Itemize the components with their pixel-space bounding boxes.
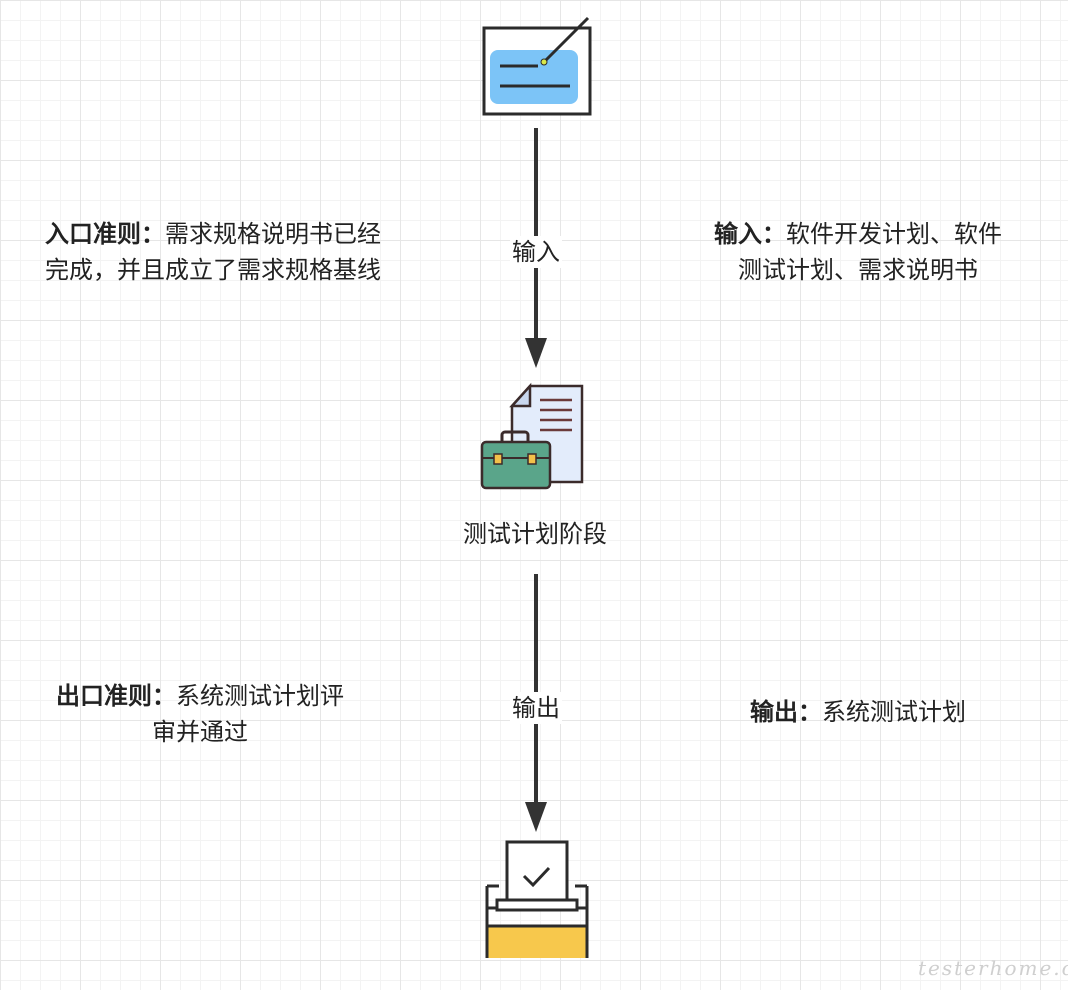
input-line1: 输入：软件开发计划、软件 bbox=[690, 216, 1026, 252]
exit-criteria-line1: 出口准则：系统测试计划评 bbox=[40, 678, 360, 714]
output-label: 输出： bbox=[750, 698, 822, 726]
exit-criteria-line2: 审并通过 bbox=[152, 718, 248, 746]
output-text: 系统测试计划 bbox=[822, 698, 966, 726]
exit-criteria-text: 系统测试计划评 bbox=[176, 682, 344, 710]
entry-criteria-line1: 入口准则：需求规格说明书已经 bbox=[45, 216, 445, 252]
arrow-input-label: 输入 bbox=[510, 236, 562, 268]
input-box: 输入：软件开发计划、软件 测试计划、需求说明书 bbox=[690, 216, 1026, 288]
input-label: 输入： bbox=[714, 220, 786, 248]
arrow-output bbox=[525, 574, 547, 832]
arrow-input bbox=[525, 128, 547, 368]
entry-criteria-label: 入口准则： bbox=[45, 220, 165, 248]
arrow-output-label: 输出 bbox=[510, 692, 562, 724]
entry-criteria-text: 需求规格说明书已经 bbox=[165, 220, 381, 248]
entry-criteria: 入口准则：需求规格说明书已经 完成，并且成立了需求规格基线 bbox=[45, 216, 445, 288]
test-plan-briefcase-icon bbox=[480, 382, 584, 490]
output-box: 输出：系统测试计划 bbox=[690, 694, 1026, 730]
input-line2: 测试计划、需求说明书 bbox=[738, 256, 978, 284]
requirements-document-icon bbox=[482, 16, 592, 116]
watermark: testerhome.com bbox=[918, 956, 1068, 980]
input-text: 软件开发计划、软件 bbox=[786, 220, 1002, 248]
exit-criteria: 出口准则：系统测试计划评 审并通过 bbox=[40, 678, 360, 750]
deliverable-ballot-box-icon bbox=[485, 840, 589, 958]
entry-criteria-line2: 完成，并且成立了需求规格基线 bbox=[45, 256, 381, 284]
exit-criteria-label: 出口准则： bbox=[56, 682, 176, 710]
stage-label: 测试计划阶段 bbox=[463, 520, 607, 548]
